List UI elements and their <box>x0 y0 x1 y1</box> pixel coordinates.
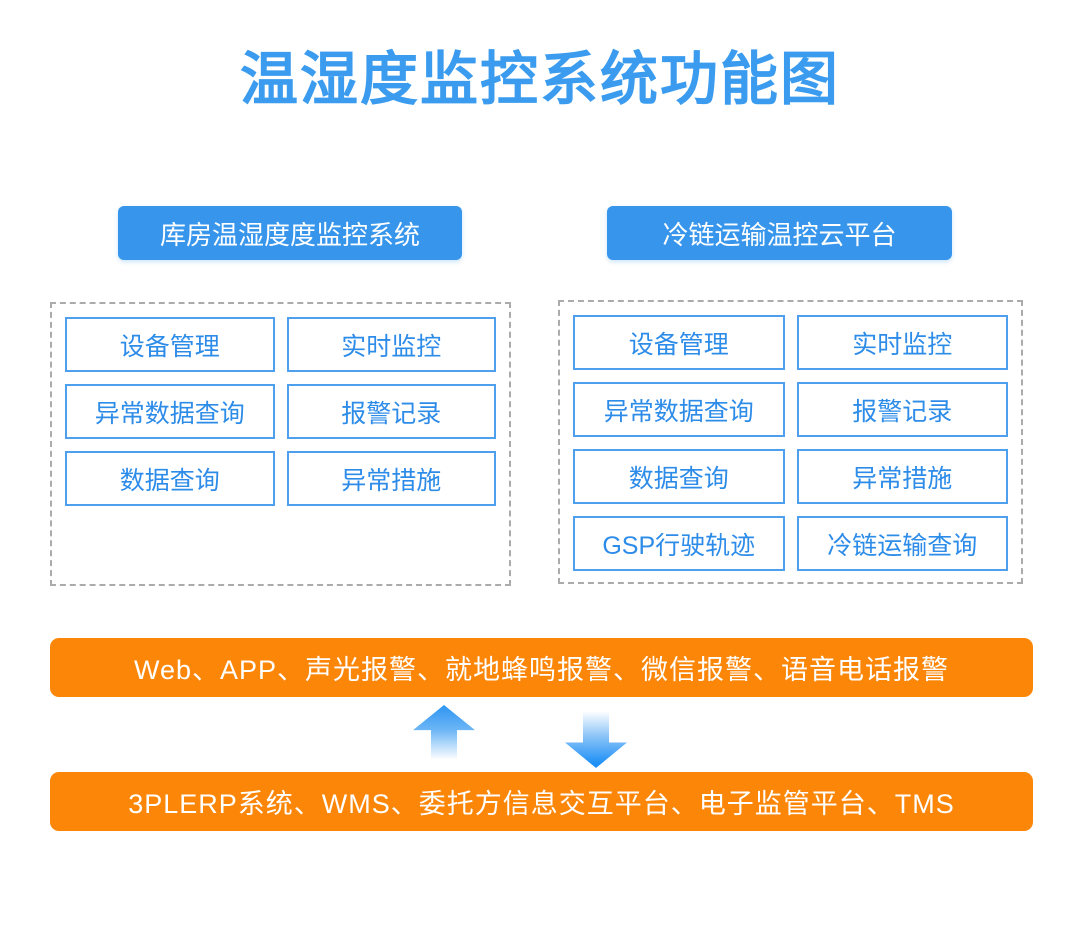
feature-item: 异常数据查询 <box>573 382 785 437</box>
feature-item: 数据查询 <box>573 449 785 504</box>
feature-item: 设备管理 <box>573 315 785 370</box>
arrow-down-icon <box>565 710 627 768</box>
external-systems-bar: 3PLERP系统、WMS、委托方信息交互平台、电子监管平台、TMS <box>50 772 1033 831</box>
feature-item: 实时监控 <box>286 317 496 372</box>
warehouse-feature-panel: 设备管理 实时监控 异常数据查询 报警记录 数据查询 异常措施 <box>50 302 511 586</box>
feature-item: 实时监控 <box>796 315 1008 370</box>
feature-item: 异常措施 <box>286 451 496 506</box>
warehouse-system-header: 库房温湿度度监控系统 <box>118 206 462 260</box>
feature-item: 异常数据查询 <box>65 384 275 439</box>
coldchain-platform-header: 冷链运输温控云平台 <box>607 206 952 260</box>
feature-item: 数据查询 <box>65 451 275 506</box>
feature-item: GSP行驶轨迹 <box>573 516 785 571</box>
coldchain-feature-panel: 设备管理 实时监控 异常数据查询 报警记录 数据查询 异常措施 GSP行驶轨迹 … <box>558 300 1023 584</box>
feature-item: 异常措施 <box>796 449 1008 504</box>
alert-channels-bar: Web、APP、声光报警、就地蜂鸣报警、微信报警、语音电话报警 <box>50 638 1033 697</box>
feature-item: 设备管理 <box>65 317 275 372</box>
arrow-up-icon <box>413 705 475 762</box>
page-title: 温湿度监控系统功能图 <box>239 47 840 112</box>
feature-item: 报警记录 <box>286 384 496 439</box>
feature-item: 冷链运输查询 <box>796 516 1008 571</box>
feature-item: 报警记录 <box>796 382 1008 437</box>
